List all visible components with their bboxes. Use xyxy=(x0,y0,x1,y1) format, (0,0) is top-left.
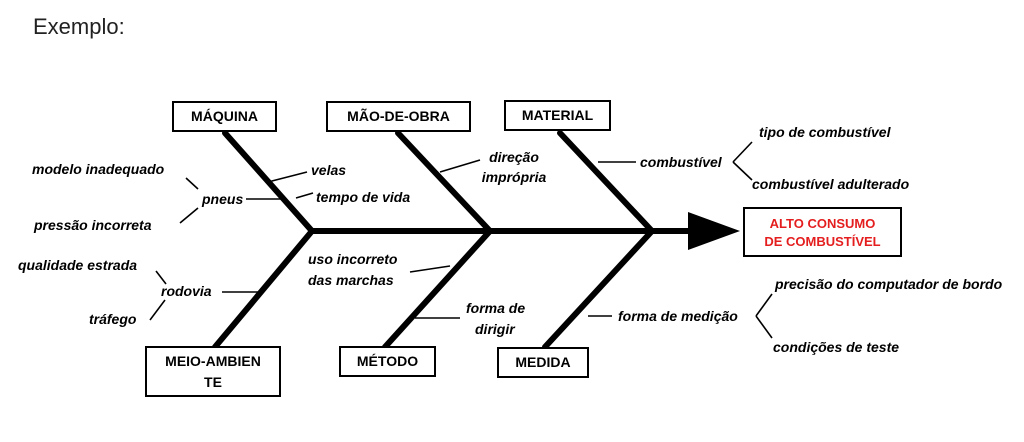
cause-direcao-line2: imprópria xyxy=(482,169,547,185)
twig-velas xyxy=(267,171,308,183)
cause-direcao-line1: direção xyxy=(489,149,539,165)
bone-mao-de-obra xyxy=(395,130,493,234)
category-meio-ambiente-label-2: TE xyxy=(204,374,222,390)
bone-meio-ambiente xyxy=(212,228,315,350)
cause-uso-incorreto-line2: das marchas xyxy=(308,272,394,288)
cause-qualidade-estrada: qualidade estrada xyxy=(18,257,137,273)
cause-precisao-computador: precisão do computador de bordo xyxy=(774,276,1003,292)
twig-condicoes xyxy=(755,315,773,339)
twig-tipo-combustivel xyxy=(732,141,753,163)
bone-material xyxy=(557,130,655,234)
category-mao-de-obra-label: MÃO-DE-OBRA xyxy=(347,107,450,124)
twig-modelo-inadequado xyxy=(185,177,199,190)
category-material-label: MATERIAL xyxy=(522,107,594,123)
cause-modelo-inadequado: modelo inadequado xyxy=(32,161,165,177)
cause-forma-de-dirigir-line2: dirigir xyxy=(475,321,516,337)
category-mao-de-obra: MÃO-DE-OBRA xyxy=(326,101,471,132)
twig-uso-incorreto xyxy=(409,265,451,273)
cause-rodovia: rodovia xyxy=(161,283,212,299)
twig-combustivel-adulterado xyxy=(732,161,753,181)
twig-pressao-incorreta xyxy=(179,207,199,224)
effect-label-1: ALTO CONSUMO xyxy=(770,216,876,231)
cause-trafego: tráfego xyxy=(89,311,137,327)
category-meio-ambiente-label-1: MEIO-AMBIEN xyxy=(165,353,261,369)
cause-uso-incorreto-line1: uso incorreto xyxy=(308,251,398,267)
twig-trafego xyxy=(149,299,166,321)
category-material: MATERIAL xyxy=(504,100,611,131)
category-maquina-label: MÁQUINA xyxy=(191,108,258,124)
cause-pneus: pneus xyxy=(201,191,243,207)
spine-arrowhead xyxy=(688,212,740,250)
effect-box: ALTO CONSUMO DE COMBUSTÍVEL xyxy=(743,207,902,257)
cause-pressao-incorreta: pressão incorreta xyxy=(33,217,152,233)
twig-direcao xyxy=(439,159,481,173)
cause-tipo-de-combustivel: tipo de combustível xyxy=(759,124,892,140)
cause-combustivel-adulterado: combustível adulterado xyxy=(752,176,910,192)
cause-forma-de-dirigir-line1: forma de xyxy=(466,300,525,316)
cause-tempo-de-vida: tempo de vida xyxy=(316,189,410,205)
cause-combustivel: combustível xyxy=(640,154,723,170)
category-medida: MEDIDA xyxy=(497,347,589,378)
cause-velas: velas xyxy=(311,162,346,178)
category-metodo: MÉTODO xyxy=(339,346,436,377)
cause-forma-de-medicao: forma de medição xyxy=(618,308,738,324)
bone-medida xyxy=(542,228,655,350)
bone-metodo xyxy=(382,228,493,350)
twig-precisao xyxy=(755,293,773,317)
cause-condicoes-de-teste: condições de teste xyxy=(773,339,899,355)
category-meio-ambiente: MEIO-AMBIEN TE xyxy=(145,346,281,397)
effect-label-2: DE COMBUSTÍVEL xyxy=(764,234,880,249)
twig-qualidade-estrada xyxy=(155,270,167,285)
category-metodo-label: MÉTODO xyxy=(357,353,418,369)
twig-tempo-de-vida xyxy=(295,192,314,199)
category-medida-label: MEDIDA xyxy=(515,354,570,370)
page-heading: Exemplo: xyxy=(33,14,125,39)
category-maquina: MÁQUINA xyxy=(172,101,277,132)
